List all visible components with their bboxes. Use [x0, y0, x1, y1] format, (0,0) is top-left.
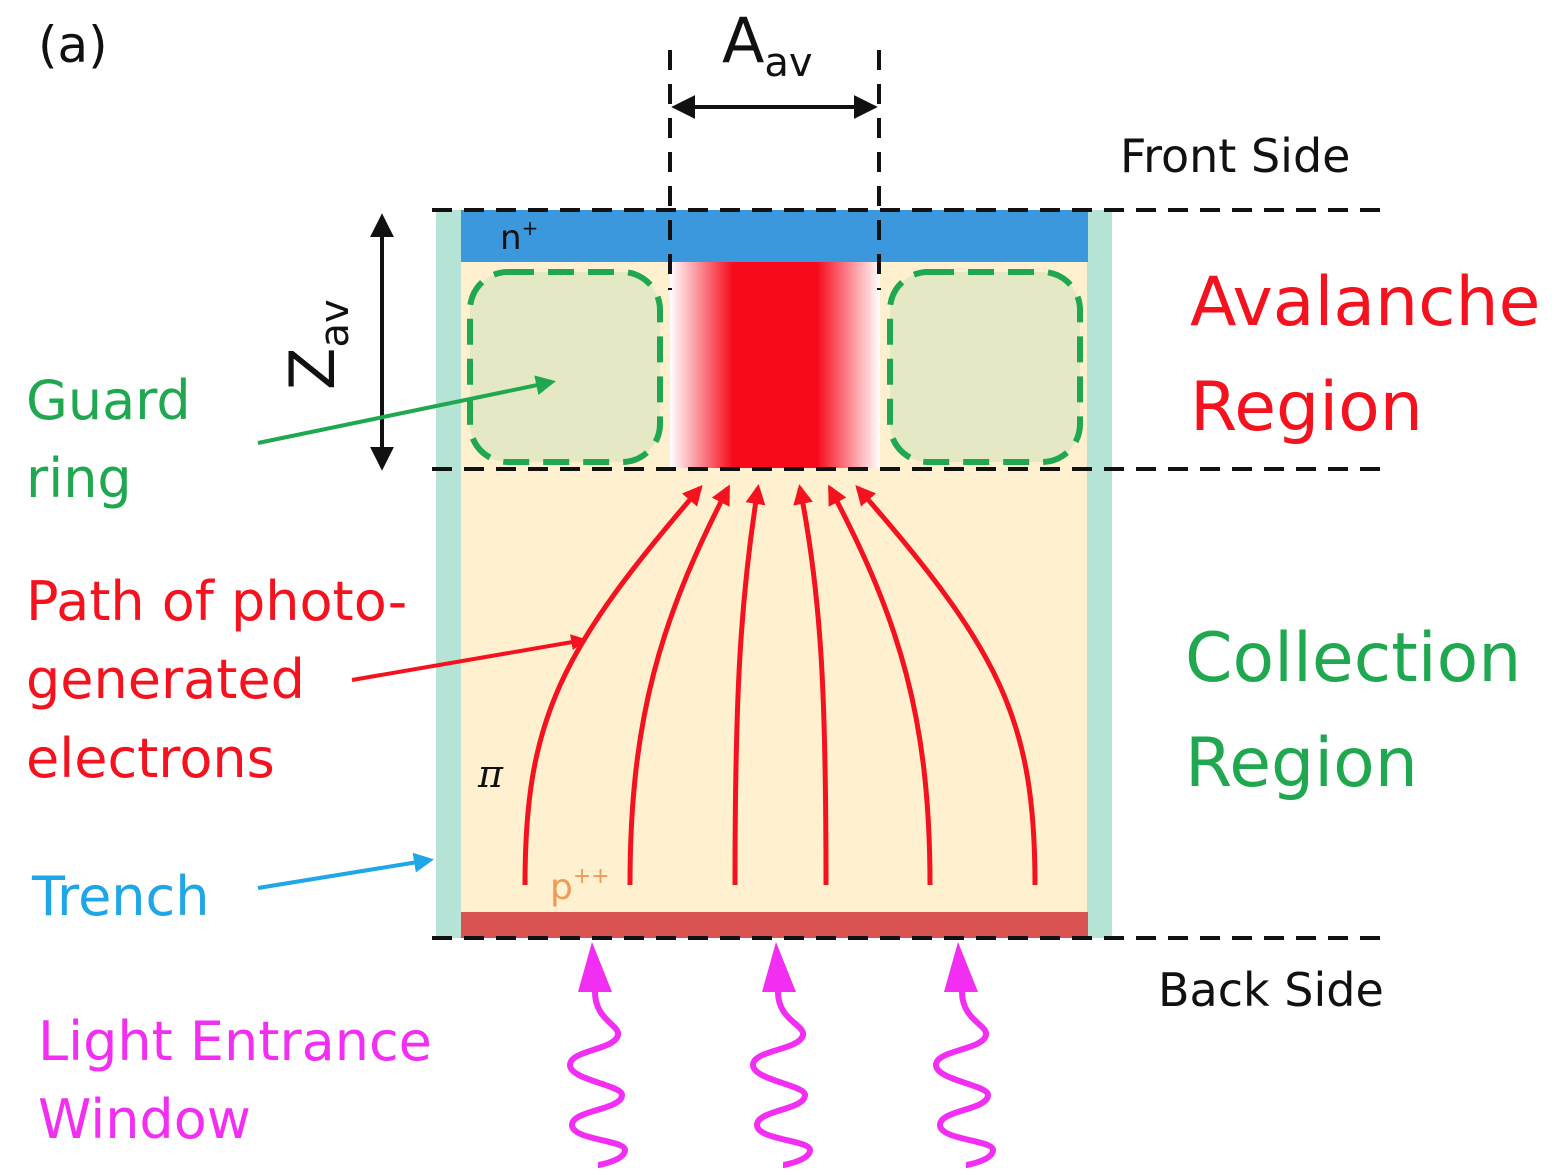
- a-av-label: Aav: [722, 10, 813, 86]
- guard-ring-left: [467, 269, 663, 465]
- electron-path: [522, 484, 703, 886]
- light-ray: [749, 942, 814, 1168]
- trench-pointer-arrow: [257, 852, 434, 890]
- front-side-label: Front Side: [1120, 129, 1351, 183]
- trench-label: Trench: [32, 865, 210, 928]
- p-plus-plus-layer: [461, 912, 1088, 938]
- a-av-main: A: [722, 4, 765, 77]
- collection-region-line1: Collection: [1185, 619, 1522, 698]
- electron-path: [627, 484, 731, 886]
- electron-path-line2: generated: [26, 648, 305, 712]
- n-plus-main: n: [500, 218, 522, 258]
- electron-path: [732, 484, 766, 886]
- p-plus-plus-superscript: ++: [572, 864, 610, 889]
- electron-path: [827, 484, 933, 886]
- p-plus-plus-label: p++: [550, 866, 610, 906]
- trench-left: [436, 210, 461, 938]
- panel-label: (a): [38, 16, 108, 74]
- z-av-label: Zav: [276, 299, 358, 390]
- guard-ring-line1: Guard: [26, 369, 191, 432]
- light-rays: [566, 942, 997, 1168]
- light-entrance-window-label: Light Entrance Window: [38, 1003, 432, 1160]
- p-plus-plus-main: p: [550, 867, 573, 908]
- back-side-label: Back Side: [1158, 963, 1384, 1017]
- n-plus-layer: [461, 210, 1088, 262]
- electron-path: [855, 484, 1038, 886]
- electron-path-line3: electrons: [26, 726, 275, 790]
- guard-ring-label: Guard ring: [26, 362, 191, 519]
- electron-paths: [522, 484, 1038, 886]
- a-av-subscript: av: [764, 40, 813, 86]
- trench-right: [1087, 210, 1112, 938]
- guard-ring-right: [887, 269, 1083, 465]
- avalanche-region-line2: Region: [1190, 368, 1423, 448]
- avalanche-multiplication-zone: [670, 262, 880, 468]
- guard-ring-pointer-arrow: [257, 375, 556, 445]
- electron-path-label: Path of photo- generated electrons: [26, 563, 407, 798]
- guard-ring-line2: ring: [26, 447, 132, 511]
- n-plus-superscript: +: [521, 216, 539, 240]
- pi-label: π: [478, 752, 503, 796]
- light-entrance-line2: Window: [38, 1088, 251, 1152]
- electron-path-pointer-arrow: [351, 634, 588, 682]
- avalanche-region-line1: Avalanche: [1190, 263, 1541, 342]
- avalanche-region-label: Avalanche Region: [1190, 250, 1540, 461]
- z-av-main: Z: [276, 347, 349, 390]
- electron-path: [793, 484, 829, 886]
- electron-path-line1: Path of photo-: [26, 570, 408, 633]
- z-av-subscript: av: [312, 299, 358, 348]
- collection-region-label: Collection Region: [1185, 606, 1521, 817]
- collection-region-line2: Region: [1185, 724, 1418, 804]
- light-ray: [932, 942, 997, 1168]
- light-ray: [566, 942, 629, 1168]
- light-entrance-line1: Light Entrance: [38, 1010, 432, 1073]
- n-plus-label: n+: [500, 218, 538, 255]
